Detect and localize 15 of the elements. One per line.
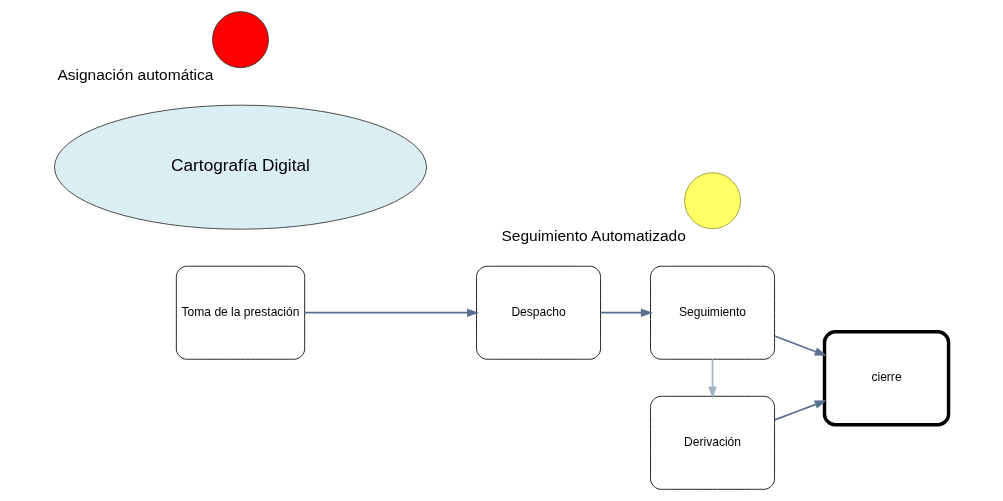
arrow bbox=[304, 308, 480, 317]
node-label: Asignación automática bbox=[57, 66, 214, 84]
node-box: cierre bbox=[822, 329, 951, 427]
arrow bbox=[773, 335, 827, 356]
arrow bbox=[599, 308, 653, 317]
node-box: Derivación bbox=[650, 395, 775, 490]
node-box: Seguimiento bbox=[650, 265, 775, 360]
node-label: Seguimiento Automatizado bbox=[501, 227, 686, 245]
node-box: Despacho bbox=[476, 265, 601, 360]
node-box: Toma de la prestación bbox=[175, 265, 306, 360]
arrow bbox=[708, 358, 717, 399]
node-circle bbox=[212, 11, 269, 69]
node-circle bbox=[684, 172, 741, 230]
node-ellipse: Cartografía Digital bbox=[54, 104, 427, 230]
arrow bbox=[773, 400, 827, 421]
